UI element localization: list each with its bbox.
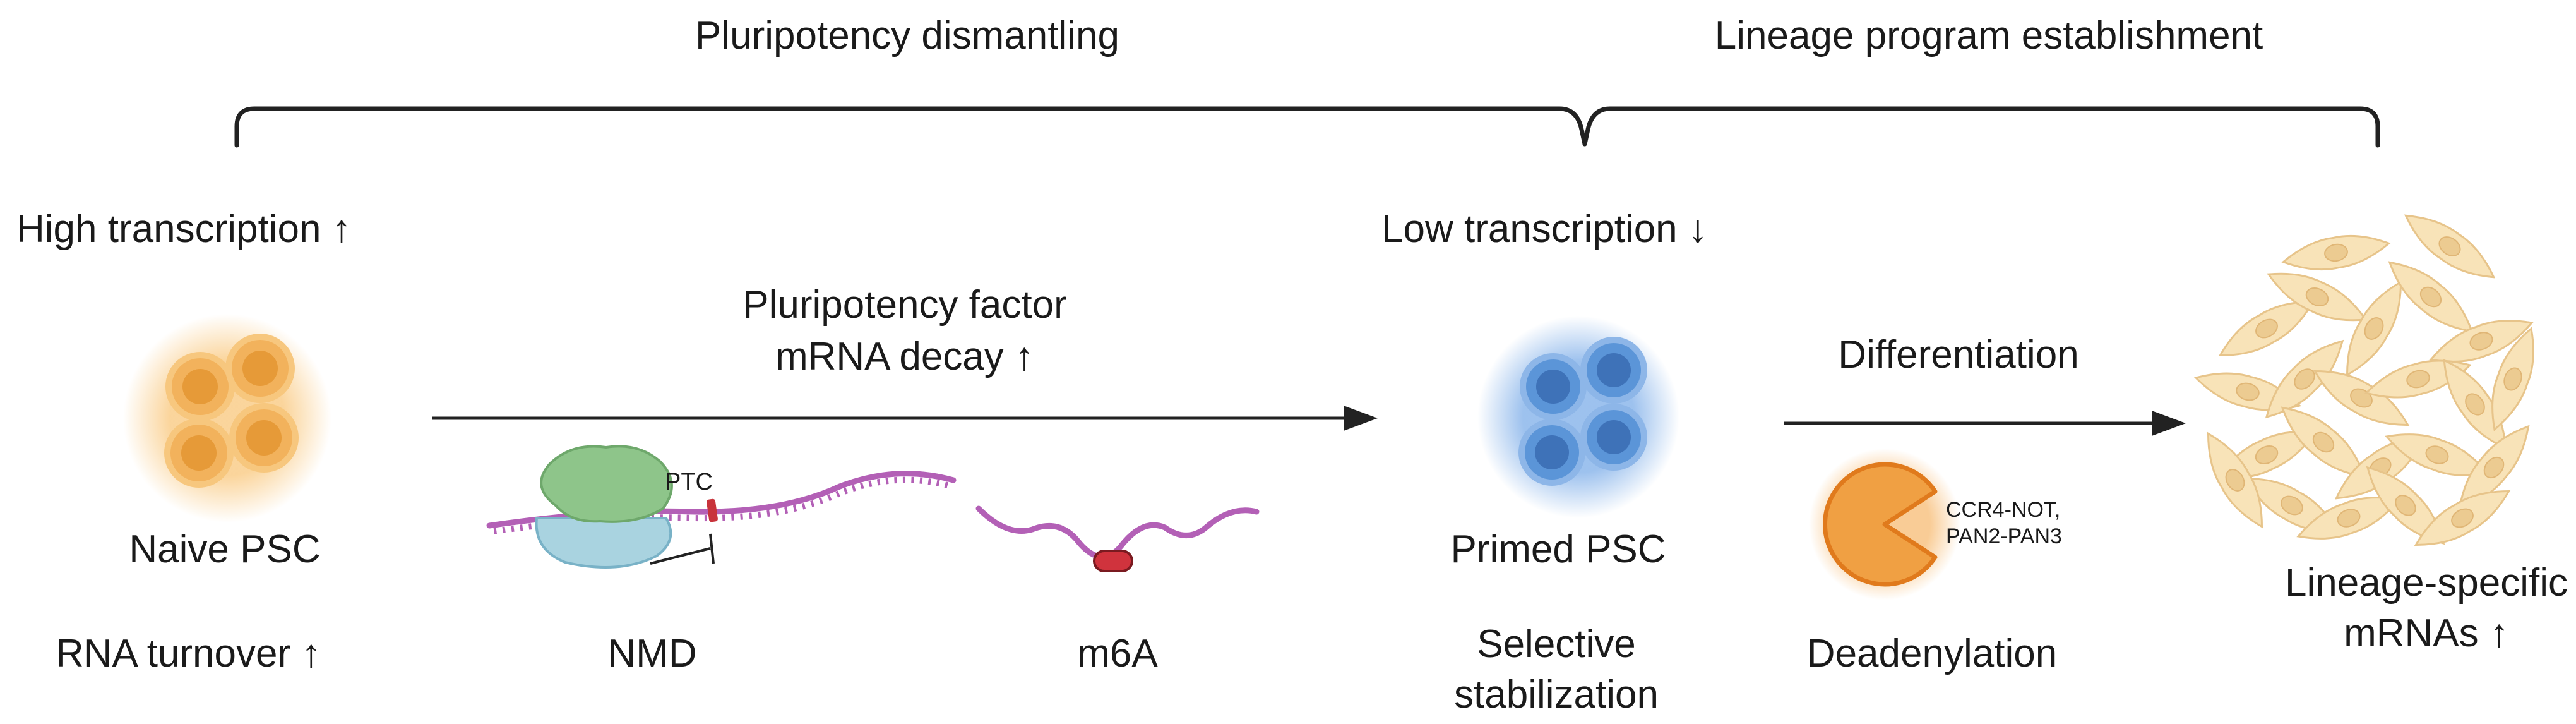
mrna-base-tick xyxy=(827,494,832,502)
mrna-base-tick xyxy=(876,478,881,486)
mrna-base-tick xyxy=(502,526,506,534)
label-deadenylation: Deadenylation xyxy=(1806,632,2058,675)
label-enzyme-ccr4-not: CCR4-NOT, xyxy=(1946,498,2061,522)
fibroblast-cell xyxy=(2265,339,2344,419)
ribosome-large-subunit xyxy=(540,445,673,523)
fibroblast-cell xyxy=(2491,327,2534,431)
label-mrna-decay-line2: mRNA decay ↑ xyxy=(775,335,1035,378)
label-primed-psc: Primed PSC xyxy=(1450,528,1666,571)
fibroblast-cell xyxy=(2281,234,2391,271)
primed-cell-2 xyxy=(1580,337,1647,404)
label-high-transcription: High transcription ↑ xyxy=(16,207,352,251)
fibroblast-cell xyxy=(2404,214,2496,279)
brace-lineage-establishment xyxy=(1582,106,2380,148)
mrna-base-tick xyxy=(493,528,498,534)
mrna-base-tick xyxy=(758,511,761,518)
mrna-base-tick xyxy=(818,497,823,505)
mrna-base-tick xyxy=(936,480,940,486)
fibroblast-cell xyxy=(2429,320,2534,363)
mrna-base-tick xyxy=(835,490,840,498)
fibroblast-cell xyxy=(2414,490,2511,546)
mrna-base-tick xyxy=(851,485,856,492)
arrow-differentiation xyxy=(1784,411,2186,436)
label-lineage-specific-line2: mRNAs ↑ xyxy=(2344,612,2509,655)
mrna-base-tick xyxy=(843,487,849,495)
fibroblast-cell xyxy=(2346,280,2402,377)
fibroblast-cell xyxy=(2364,359,2472,399)
m6a-illustration xyxy=(975,505,1260,572)
naive-cell-1 xyxy=(165,352,235,421)
naive-cell-3 xyxy=(164,418,234,488)
label-selective-line2: stabilization xyxy=(1454,673,1659,716)
mrna-base-tick xyxy=(511,525,515,533)
mrna-base-tick xyxy=(944,481,948,488)
nmd-illustration xyxy=(486,445,957,569)
mrna-base-tick xyxy=(775,509,779,516)
label-selective-line1: Selective xyxy=(1477,622,1636,666)
brace-pluripotency-dismantling xyxy=(234,106,1587,148)
primed-cell-1 xyxy=(1520,353,1587,420)
mrna-base-tick xyxy=(885,478,889,485)
ribosome-small-subunit xyxy=(535,517,672,569)
mrna-base-tick xyxy=(749,512,753,519)
mrna-base-tick xyxy=(927,478,931,485)
m6a-mark xyxy=(1093,550,1133,572)
mrna-strand-m6a xyxy=(975,505,1260,560)
label-mrna-decay-line1: Pluripotency factor xyxy=(742,283,1067,327)
nmd-inhibition-bar xyxy=(650,533,715,565)
mrna-base-tick xyxy=(520,524,523,531)
fibroblast-cell xyxy=(2218,300,2315,357)
label-naive-psc: Naive PSC xyxy=(129,528,321,571)
mrna-base-tick xyxy=(894,476,897,484)
mrna-base-tick xyxy=(810,500,815,507)
mrna-base-tick xyxy=(731,514,734,521)
fibroblast-cell xyxy=(2458,425,2530,510)
label-m6a: m6A xyxy=(1077,632,1158,675)
label-differentiation: Differentiation xyxy=(1838,333,2079,377)
naive-psc-cell-cluster xyxy=(123,314,331,522)
deadenylase-pacman-icon xyxy=(1809,449,1960,600)
label-ptc: PTC xyxy=(665,469,713,495)
label-enzyme-pan2-pan3: PAN2-PAN3 xyxy=(1946,524,2062,548)
mrna-base-tick xyxy=(740,513,743,520)
mrna-base-tick xyxy=(868,480,873,488)
arrow-mrna-decay xyxy=(432,406,1378,431)
primed-cell-4 xyxy=(1580,404,1647,471)
mrna-base-tick xyxy=(792,505,797,512)
mrna-base-tick xyxy=(801,502,806,510)
lineage-cell-cluster xyxy=(2193,214,2534,546)
phase-label-lineage-establishment: Lineage program establishment xyxy=(1714,14,2263,57)
fibroblast-cell xyxy=(2366,466,2445,545)
naive-cell-4 xyxy=(229,403,299,473)
label-lineage-specific-line1: Lineage-specific xyxy=(2284,561,2568,605)
primed-psc-cell-cluster xyxy=(1477,316,1679,518)
ptc-marker xyxy=(707,498,718,522)
fibroblast-cell xyxy=(2207,431,2263,529)
label-low-transcription: Low transcription ↓ xyxy=(1381,207,1708,251)
mrna-base-tick xyxy=(860,482,864,490)
label-rna-turnover: RNA turnover ↑ xyxy=(56,632,321,675)
label-nmd: NMD xyxy=(607,632,697,675)
mrna-base-tick xyxy=(784,507,789,514)
primed-cell-3 xyxy=(1518,419,1585,486)
naive-cell-2 xyxy=(225,334,295,403)
phase-label-pluripotency-dismantling: Pluripotency dismantling xyxy=(695,14,1120,57)
